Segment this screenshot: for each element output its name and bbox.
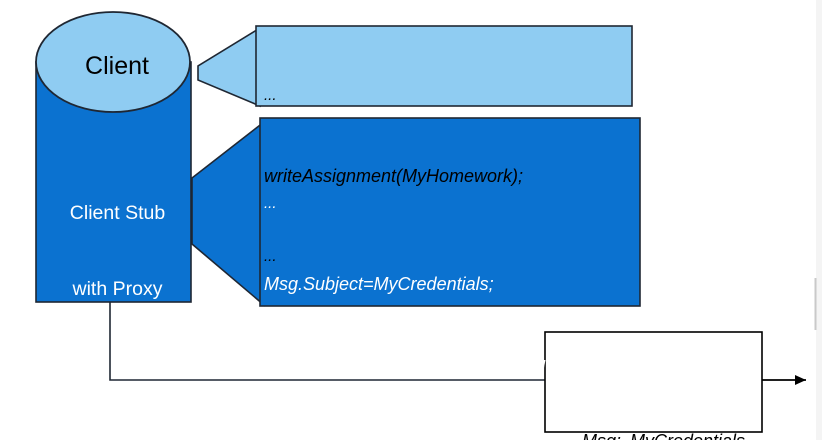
stub-label-line-3: (here without bbox=[61, 353, 174, 376]
callout-dark-line-1: ... bbox=[264, 195, 277, 213]
message-box bbox=[544, 331, 763, 433]
stub-label-line-2: with Proxy bbox=[72, 277, 163, 300]
message-row-1: Msg:MyCredentials bbox=[552, 398, 762, 440]
callout-light-tail bbox=[197, 26, 261, 108]
callout-light-body bbox=[255, 25, 633, 107]
callout-dark-body bbox=[259, 117, 641, 307]
callout-dark-line-3: Msg.Method_Id=writeAssignment_Id; bbox=[264, 356, 561, 377]
message-label: Msg: bbox=[582, 427, 630, 440]
callout-dark-line-2: Msg.Subject=MyCredentials; bbox=[264, 274, 494, 295]
cylinder-top-ellipse bbox=[35, 11, 191, 113]
cylinder-top-label: Client bbox=[85, 52, 149, 80]
callout-light-line-2: writeAssignment(MyHomework); bbox=[264, 166, 524, 187]
arrowhead-right-icon bbox=[795, 375, 806, 385]
message-box-text: Msg:MyCredentials writeAssignment_Id MyH… bbox=[552, 340, 762, 440]
right-margin-strip bbox=[816, 0, 822, 440]
scrollbar-thumb[interactable] bbox=[814, 278, 817, 330]
cylinder-body-label: Client Stub with Proxy (here without PEP… bbox=[30, 150, 205, 440]
callout-dark-text: ... Msg.Subject=MyCredentials; Msg.Metho… bbox=[264, 138, 636, 440]
message-field-1: MyCredentials bbox=[630, 431, 745, 440]
callout-light-line-1: ... bbox=[264, 87, 277, 105]
stub-label-line-4: PEP and PDP) bbox=[30, 429, 205, 440]
callout-light-text: ... writeAssignment(MyHomework); ... bbox=[264, 30, 624, 324]
callout-light-line-3: ... bbox=[264, 247, 277, 265]
stub-label-line-1: Client Stub bbox=[69, 201, 166, 224]
